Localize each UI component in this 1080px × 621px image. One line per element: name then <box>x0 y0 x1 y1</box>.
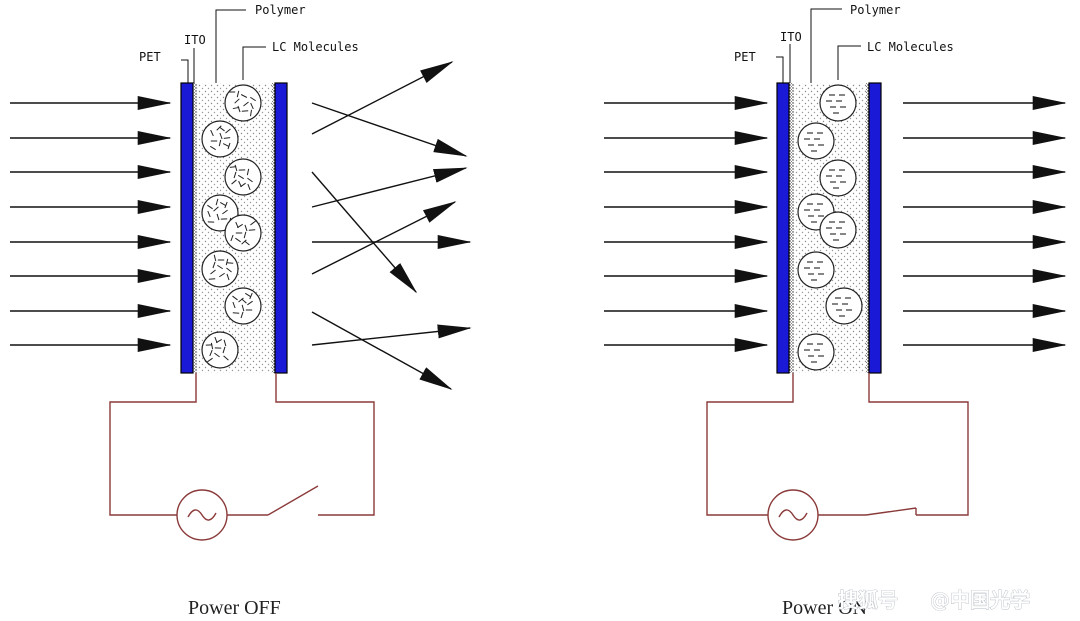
lc-droplet <box>224 84 262 122</box>
lc-droplet <box>819 159 857 197</box>
pet-electrode-left <box>180 82 194 374</box>
label-lc-molecules: LC Molecules <box>867 40 954 54</box>
watermark-source: @中国光学 <box>930 588 1030 612</box>
lc-droplet <box>819 211 857 249</box>
label-lc-molecules: LC Molecules <box>272 40 359 54</box>
lc-droplet <box>224 214 262 252</box>
lc-droplet <box>797 122 835 160</box>
layer-labels: PET ITO Polymer LC Molecules <box>734 3 954 83</box>
pet-electrode-right <box>274 82 288 374</box>
lc-droplet <box>224 158 262 196</box>
scattered-light-arrows <box>311 61 472 390</box>
label-pet: PET <box>139 50 161 64</box>
lc-droplet <box>201 331 239 369</box>
panel-power-off: PET ITO Polymer LC Molecules Power OFF <box>10 3 472 619</box>
circuit-closed <box>706 373 969 541</box>
lc-droplet <box>201 120 239 158</box>
lc-droplets-aligned <box>797 84 863 371</box>
pdlc-cell <box>180 82 288 374</box>
incoming-light-arrows <box>604 96 769 352</box>
watermark: 搜狐号 @中国光学 <box>838 588 1031 613</box>
lc-droplet <box>201 250 239 288</box>
watermark-sohu: 搜狐号 <box>838 588 898 612</box>
lc-droplet <box>825 287 863 325</box>
lc-droplet <box>224 287 262 325</box>
ito-layer-left <box>192 83 197 373</box>
transmitted-light-arrows <box>903 96 1067 352</box>
open-switch <box>267 485 319 516</box>
lc-droplets-random <box>201 84 262 369</box>
label-polymer: Polymer <box>255 3 306 17</box>
label-ito: ITO <box>780 30 802 44</box>
ac-source-icon <box>767 489 819 541</box>
panel-power-on: PET ITO Polymer LC Molecules Power ON <box>604 3 1067 619</box>
lc-droplet <box>819 84 857 122</box>
incoming-light-arrows <box>10 96 172 352</box>
ito-layer-left <box>789 83 794 373</box>
layer-labels: PET ITO Polymer LC Molecules <box>139 3 359 83</box>
label-polymer: Polymer <box>850 3 901 17</box>
lc-droplet <box>797 333 835 371</box>
label-ito: ITO <box>184 33 206 47</box>
caption-power-on: Power ON <box>782 597 867 619</box>
label-pet: PET <box>734 50 756 64</box>
closed-switch <box>865 507 917 516</box>
ac-source-icon <box>176 489 228 541</box>
circuit-open <box>109 373 375 541</box>
pdlc-cell <box>776 82 882 374</box>
lc-droplet <box>797 251 835 289</box>
caption-power-off: Power OFF <box>188 597 281 619</box>
pet-electrode-right <box>868 82 882 374</box>
pet-electrode-left <box>776 82 790 374</box>
